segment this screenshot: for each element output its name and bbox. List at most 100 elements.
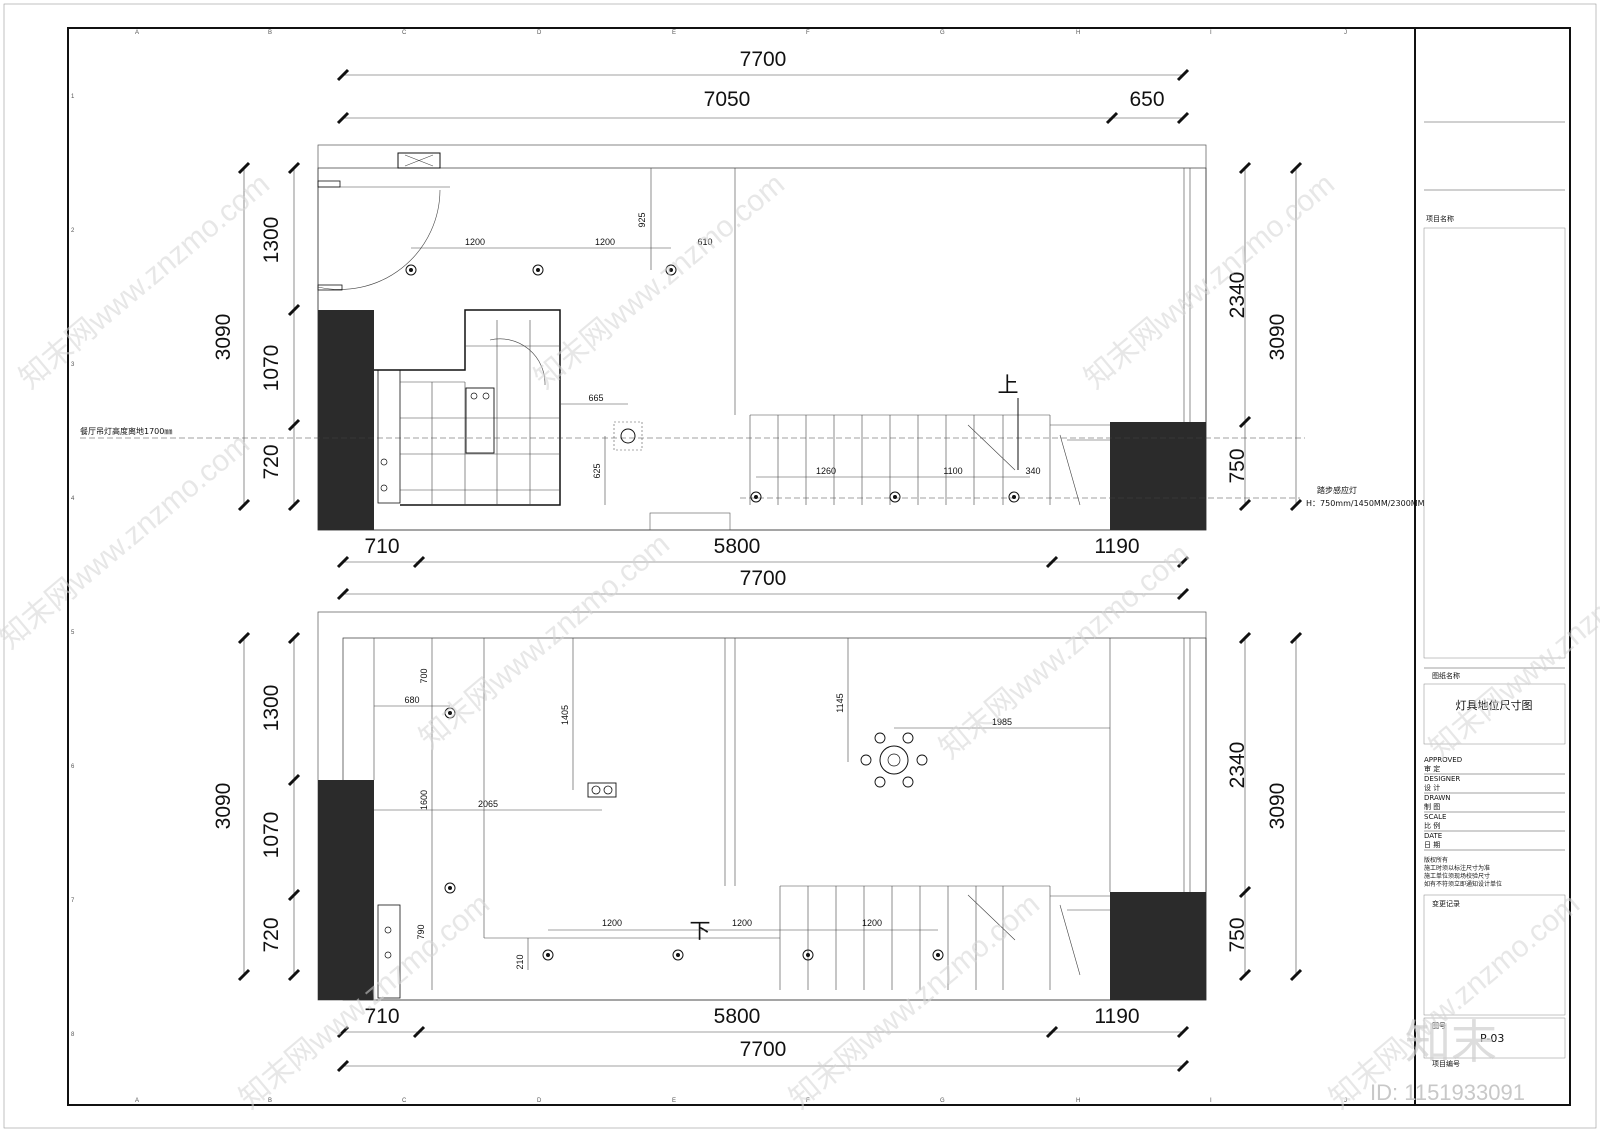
copyright-2: 施工时须以标注尺寸为准 bbox=[1424, 864, 1490, 872]
dim-bottom-3: 1190 bbox=[1094, 535, 1139, 558]
svg-text:H: H bbox=[1076, 1098, 1080, 1104]
wall-column-right bbox=[1110, 892, 1206, 1000]
dim-small: 680 bbox=[404, 695, 419, 705]
dim-small: 210 bbox=[515, 954, 525, 969]
watermark-text: 知末网www.znzmo.com bbox=[1423, 538, 1600, 766]
watermark-id: ID: 1151933091 bbox=[1370, 1080, 1525, 1105]
drawing-name-label: 图纸名称 bbox=[1432, 671, 1460, 680]
svg-text:J: J bbox=[1344, 30, 1347, 36]
dim-small: 610 bbox=[697, 237, 712, 247]
scale-cn: 比 例 bbox=[1424, 821, 1440, 830]
svg-text:D: D bbox=[537, 30, 542, 36]
approved-cn: 审 定 bbox=[1424, 764, 1440, 773]
note-step-light: 踏步感应灯 bbox=[1317, 485, 1357, 495]
ceiling-light bbox=[665, 264, 677, 276]
dim-bottom-3: 1190 bbox=[1094, 1005, 1139, 1028]
outer-border bbox=[3, 3, 1597, 1129]
svg-text:1: 1 bbox=[71, 94, 75, 100]
dim-right-total: 3090 bbox=[1266, 314, 1289, 361]
drawing-no: P-03 bbox=[1480, 1032, 1504, 1045]
copyright-4: 如有不符须立即通知设计单位 bbox=[1424, 880, 1502, 888]
dim-right-2: 750 bbox=[1226, 917, 1249, 952]
svg-text:C: C bbox=[402, 1098, 407, 1104]
step-light bbox=[802, 949, 814, 961]
dim-small: 1260 bbox=[816, 466, 836, 476]
note-step-heights: H：750mm/1450MM/2300MM bbox=[1306, 499, 1425, 508]
dim-small: 1200 bbox=[595, 237, 615, 247]
step-light bbox=[750, 491, 762, 503]
date-en: DATE bbox=[1424, 832, 1442, 840]
dim-left-total: 3090 bbox=[212, 314, 235, 361]
dim-bottom-1: 710 bbox=[364, 1005, 399, 1028]
project-no-label: 项目编号 bbox=[1432, 1059, 1460, 1068]
dim-small: 925 bbox=[637, 212, 647, 227]
dim-small: 1200 bbox=[465, 237, 485, 247]
wall-column-left bbox=[318, 780, 374, 1000]
watermark-text: 知末网www.znzmo.com bbox=[528, 168, 791, 396]
dim-right-1: 2340 bbox=[1226, 272, 1249, 319]
kitchen-counter bbox=[377, 904, 401, 999]
svg-text:8: 8 bbox=[71, 1032, 75, 1038]
svg-text:H: H bbox=[1076, 30, 1080, 36]
grid-column-labels: A B C D E F G H I J A B C D E F G H I J bbox=[135, 30, 1347, 1104]
watermark-text: 知末网www.znzmo.com bbox=[13, 168, 276, 396]
project-name-label: 项目名称 bbox=[1426, 214, 1454, 223]
drawn-en: DRAWN bbox=[1424, 794, 1451, 802]
note-pendant-height: 餐厅吊灯高度离地1700㎜ bbox=[80, 426, 172, 436]
chandelier bbox=[860, 732, 928, 788]
wall-column-right bbox=[1110, 422, 1206, 530]
step-light bbox=[672, 949, 684, 961]
dim-small: 1985 bbox=[992, 717, 1012, 727]
drawing-frame bbox=[67, 27, 1571, 1106]
dim-bottom-2: 5800 bbox=[714, 535, 761, 558]
dim-bottom-1: 710 bbox=[364, 535, 399, 558]
svg-text:2: 2 bbox=[71, 228, 75, 234]
svg-text:E: E bbox=[672, 1098, 676, 1104]
revision-box bbox=[1423, 894, 1566, 1016]
staircase bbox=[749, 398, 1110, 506]
svg-text:F: F bbox=[806, 1098, 810, 1104]
kitchen-counter bbox=[377, 369, 401, 504]
copyright-3: 施工单位须现场校验尺寸 bbox=[1424, 872, 1490, 880]
dim-right-2: 750 bbox=[1226, 448, 1249, 483]
stair-up-label: 上 bbox=[998, 374, 1019, 397]
ceiling-light bbox=[405, 264, 417, 276]
svg-text:F: F bbox=[806, 30, 810, 36]
svg-text:G: G bbox=[940, 30, 945, 36]
dim-left-3: 720 bbox=[260, 444, 283, 479]
svg-text:G: G bbox=[940, 1098, 945, 1104]
svg-text:C: C bbox=[402, 30, 407, 36]
title-block: 项目名称 图纸名称 灯具地位尺寸图 APPROVED 审 定 DESIGNER … bbox=[1423, 121, 1566, 1068]
svg-text:4: 4 bbox=[71, 496, 75, 502]
step-light bbox=[889, 491, 901, 503]
dim-small: 1200 bbox=[732, 918, 752, 928]
approved-en: APPROVED bbox=[1424, 756, 1462, 764]
dim-left-1: 1300 bbox=[260, 217, 283, 264]
ac-unit bbox=[397, 152, 441, 169]
svg-text:B: B bbox=[268, 30, 272, 36]
designer-en: DESIGNER bbox=[1424, 775, 1460, 783]
dim-small: 2065 bbox=[478, 799, 498, 809]
dim-small: 665 bbox=[588, 393, 603, 403]
dim-small: 790 bbox=[416, 924, 426, 939]
svg-text:7: 7 bbox=[71, 898, 75, 904]
svg-text:A: A bbox=[135, 1098, 139, 1104]
watermark-text: 知末网www.znzmo.com bbox=[0, 428, 256, 656]
stair-down-label: 下 bbox=[690, 920, 711, 943]
drawing-name: 灯具地位尺寸图 bbox=[1456, 698, 1533, 712]
staircase bbox=[779, 885, 1110, 990]
revision-label: 变更记录 bbox=[1432, 899, 1460, 908]
grid-row-labels: 1 2 3 4 5 6 7 8 bbox=[71, 94, 75, 1038]
dim-small: 1600 bbox=[419, 790, 429, 810]
watermark-text: 知末网www.znzmo.com bbox=[933, 538, 1196, 766]
dim-left-2: 1070 bbox=[260, 812, 283, 859]
svg-text:5: 5 bbox=[71, 630, 75, 636]
svg-text:I: I bbox=[1210, 30, 1212, 36]
ceiling-light bbox=[532, 264, 544, 276]
svg-text:3: 3 bbox=[71, 362, 75, 368]
dim-small: 700 bbox=[419, 668, 429, 683]
ceiling-light bbox=[444, 707, 456, 719]
dim-small: 1145 bbox=[835, 693, 845, 712]
step-light bbox=[932, 949, 944, 961]
